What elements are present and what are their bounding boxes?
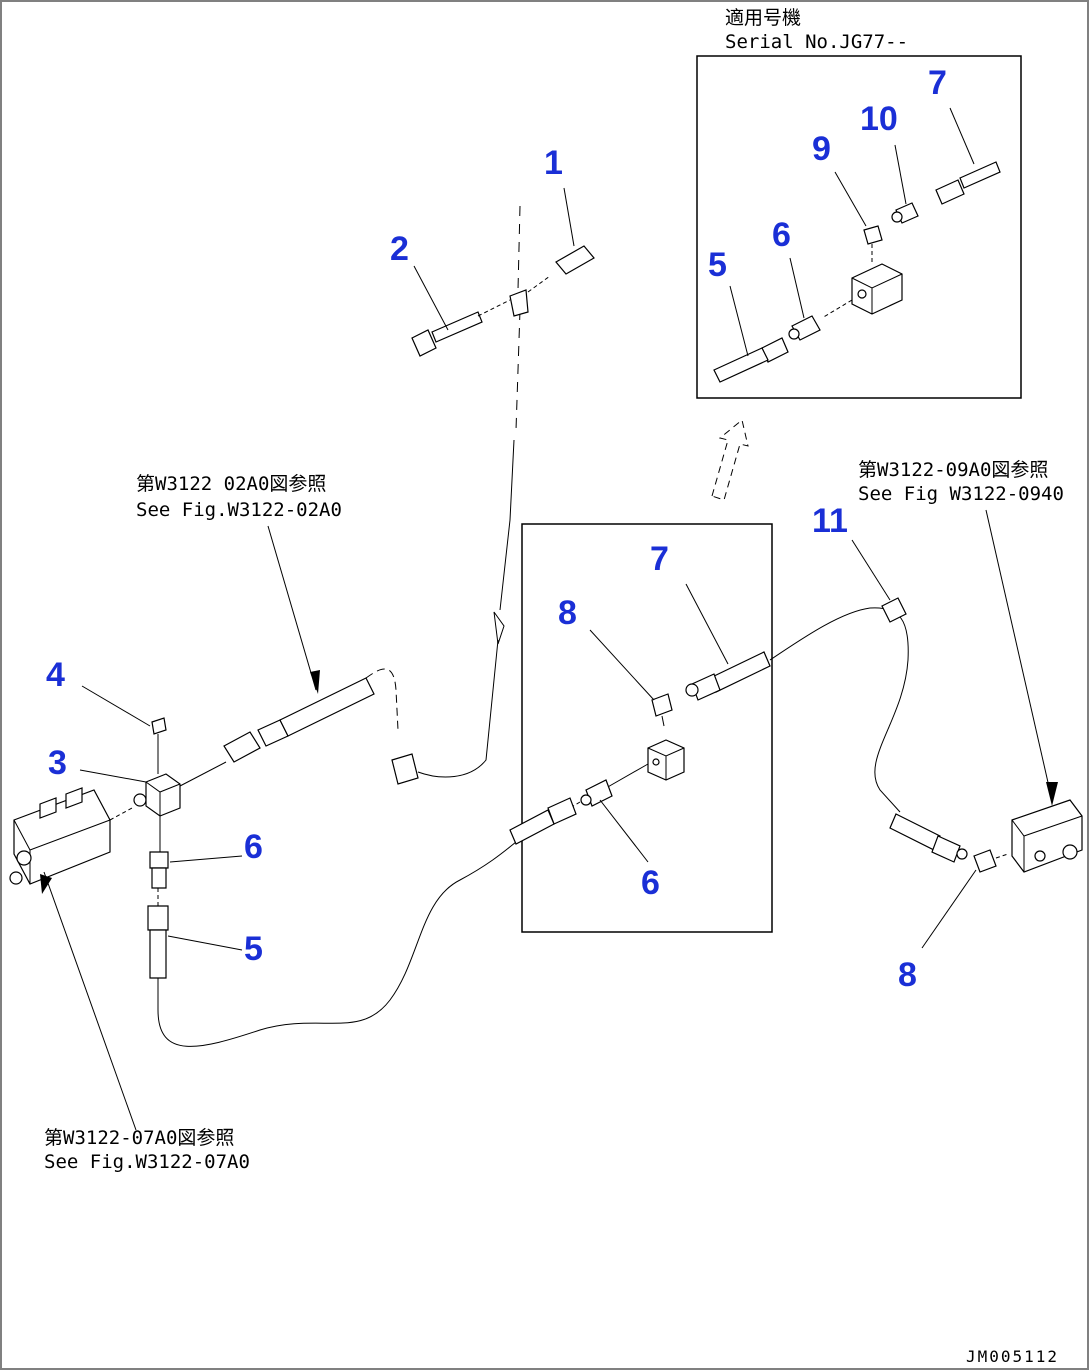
reference-notes: 第W3122 02A0図参照 See Fig.W3122-02A0 第W3122… (44, 459, 1064, 1173)
hose-5-detail (713, 347, 769, 383)
hose-end-left (223, 731, 261, 763)
ref-top-left-jp: 第W3122 02A0図参照 (136, 473, 326, 495)
detail-arrow (711, 419, 749, 501)
callout-7-detail: 7 (928, 64, 947, 102)
serial-label-jp: 適用号機 (725, 7, 801, 29)
callout-5-left: 5 (244, 930, 263, 968)
ref-top-left-en: See Fig.W3122-02A0 (136, 499, 342, 521)
callout-6-center: 6 (641, 864, 660, 902)
callout-8-right: 8 (898, 956, 917, 994)
drawing-code: JM005112 (966, 1347, 1059, 1366)
clamp (509, 289, 529, 317)
detail-frame-serial (696, 55, 1022, 399)
callout-5-detail: 5 (708, 246, 727, 284)
hose-upper-left (279, 677, 375, 737)
hose-nut-detail (935, 179, 965, 205)
serial-note: 適用号機 Serial No.JG77-- (725, 7, 908, 53)
bolt-2-head (411, 329, 437, 357)
valve-body (13, 789, 111, 885)
callout-3: 3 (48, 744, 67, 782)
bolt-2-shank (431, 311, 483, 343)
hose-right (889, 813, 941, 851)
elbow-8-center (651, 693, 673, 717)
tee-block-3 (145, 773, 181, 817)
plug-4 (151, 717, 167, 735)
callout-2: 2 (390, 230, 409, 268)
clamp-11 (881, 597, 907, 623)
callout-4: 4 (46, 656, 65, 694)
callout-6-left: 6 (244, 828, 263, 866)
callout-1: 1 (544, 144, 563, 182)
ref-top-right-jp: 第W3122-09A0図参照 (858, 459, 1048, 481)
tee-block-detail (851, 263, 903, 315)
detail-parts (713, 107, 1001, 383)
callout-6-detail: 6 (772, 216, 791, 254)
clamp-assembly (411, 187, 595, 611)
serial-label-en: Serial No.JG77-- (725, 31, 908, 53)
hose-nut-5 (147, 905, 169, 931)
ref-bottom-left-jp: 第W3122-07A0図参照 (44, 1127, 234, 1149)
hose-7-detail (959, 161, 1001, 189)
spacer-1 (555, 245, 595, 275)
right-assembly (851, 509, 1083, 949)
center-parts (509, 583, 909, 863)
ref-top-right-en: See Fig W3122-0940 (858, 483, 1064, 505)
callout-9: 9 (812, 130, 831, 168)
left-assembly (9, 525, 517, 1131)
ref-bottom-left-en: See Fig.W3122-07A0 (44, 1151, 250, 1173)
callout-10: 10 (860, 100, 898, 138)
callout-11: 11 (812, 502, 848, 540)
clamp-left (391, 753, 419, 785)
callout-7-center: 7 (650, 540, 669, 578)
hose-5 (149, 929, 167, 979)
elbow-9 (863, 225, 883, 245)
elbow-8-right (973, 849, 997, 873)
connector-6-left (149, 851, 169, 869)
callout-8-center: 8 (558, 594, 577, 632)
valve-right (1011, 799, 1083, 873)
callout-numbers: 1 2 3 4 5 5 6 6 6 7 7 8 8 9 10 11 (46, 64, 947, 994)
detail-frame-center (521, 523, 773, 933)
hose-center (509, 809, 555, 845)
